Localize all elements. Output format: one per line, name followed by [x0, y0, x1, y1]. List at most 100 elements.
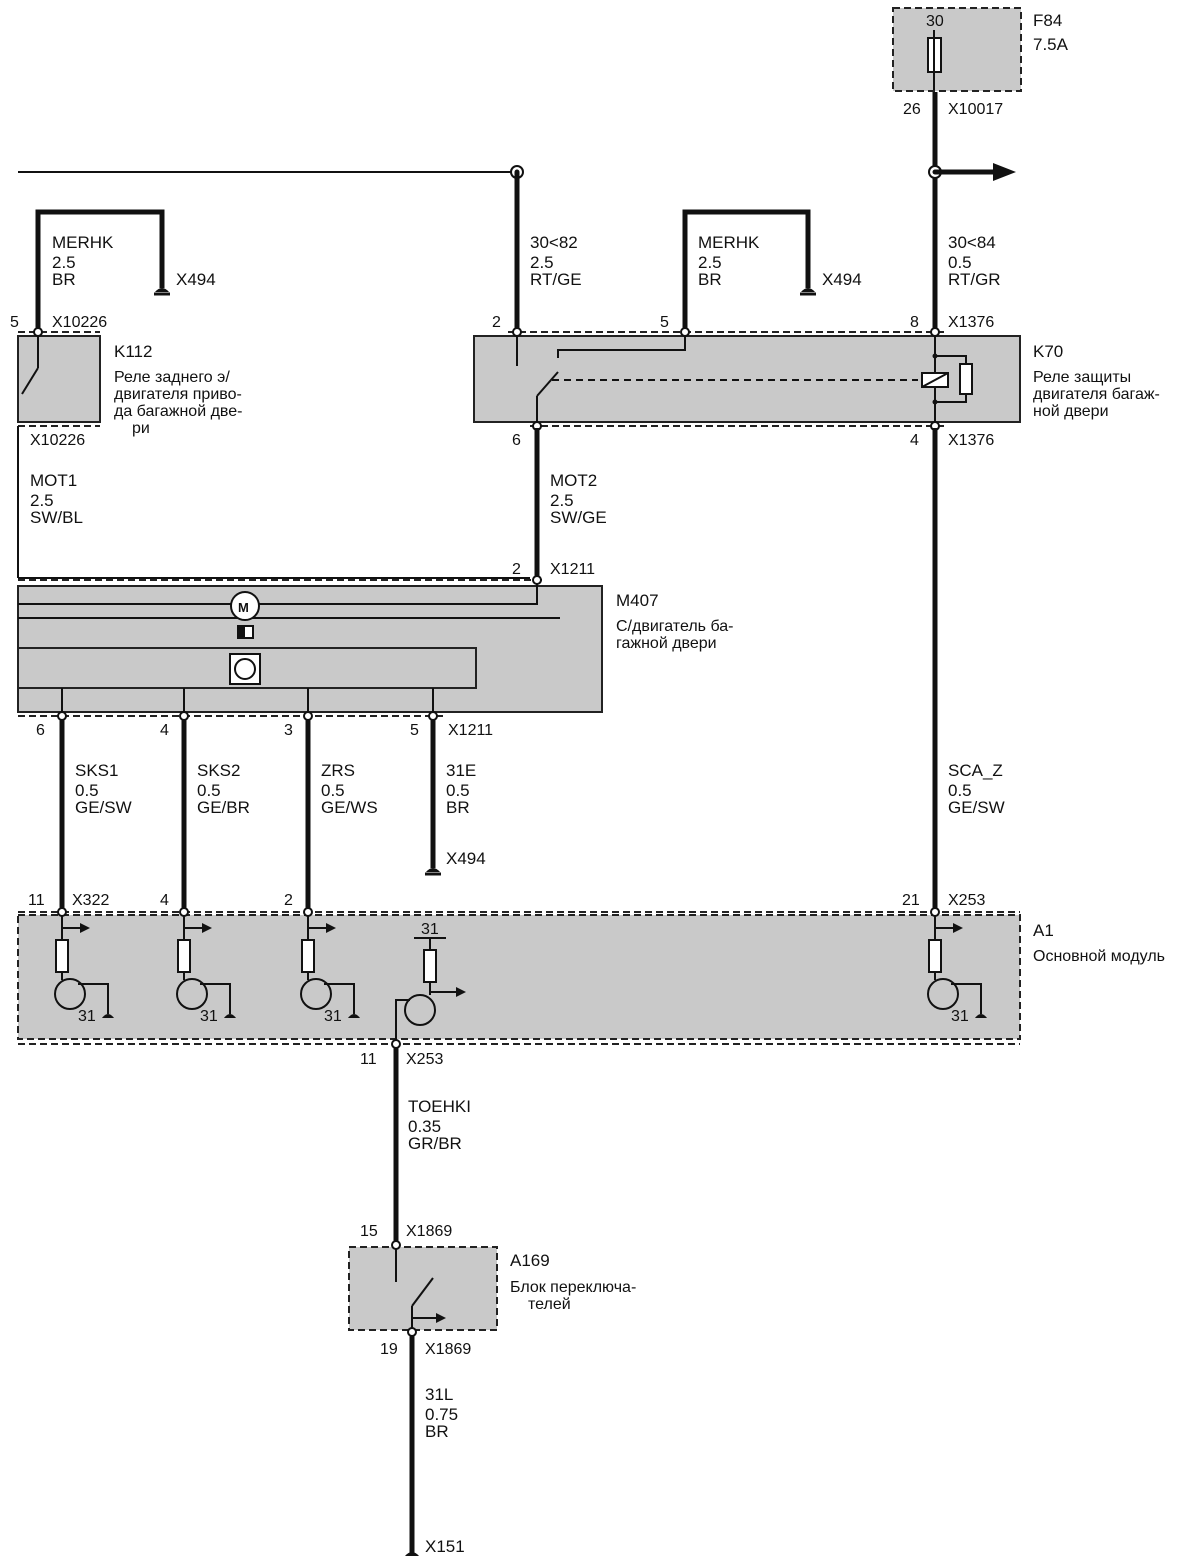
pin-marker [303, 907, 313, 917]
pin-label: 5 [10, 314, 19, 331]
connector-label: X1869 [406, 1223, 452, 1240]
svg-text:30<82: 30<82 [530, 233, 578, 252]
wire-label-sks2: SKS2 0.5 GE/BR [197, 761, 250, 817]
pin-label: 4 [910, 432, 919, 449]
svg-text:2.5: 2.5 [52, 253, 76, 272]
pin-label: 6 [512, 432, 521, 449]
svg-text:GE/WS: GE/WS [321, 798, 378, 817]
pin-label: 2 [492, 314, 501, 331]
ground-icon [348, 1014, 360, 1018]
svg-text:MOT2: MOT2 [550, 471, 597, 490]
wire-merhk-left [35, 209, 165, 330]
relay-K70: 2 5 8 X1376 6 4 X1376 K70 Реле защиты дв… [473, 314, 1160, 449]
relay-K112: 5 X10226 X10226 K112 Реле заднего э/ дви… [10, 314, 242, 449]
connector-label: X1211 [448, 722, 493, 739]
fuse-F84-rating: 7.5A [1033, 35, 1069, 54]
stage-line [200, 983, 231, 1014]
svg-text:двигателя багаж-: двигателя багаж- [1033, 386, 1160, 403]
stage-line [324, 983, 355, 1014]
pin-label: 5 [660, 314, 669, 331]
resistor-icon [423, 949, 437, 983]
wire-label-31e: 31E 0.5 BR [446, 761, 476, 817]
svg-text:ZRS: ZRS [321, 761, 355, 780]
transistor-icon [54, 978, 86, 1010]
svg-text:0.5: 0.5 [948, 253, 972, 272]
pin-label: 21 [902, 892, 920, 909]
switch-block-A169: A169 Блок переключа- телей [348, 1246, 636, 1331]
svg-text:0.5: 0.5 [948, 781, 972, 800]
ground-X151-icon [405, 1552, 419, 1556]
connector-label: X1376 [948, 432, 994, 449]
ground-icon [102, 1014, 114, 1018]
resistor-icon [177, 939, 191, 973]
relay-K70-id: K70 [1033, 342, 1063, 361]
wire-label-30-82: 30<82 2.5 RT/GE [530, 233, 582, 289]
ground-label-31: 31 [421, 921, 439, 938]
pin-label: 15 [360, 1223, 378, 1240]
wire-merhk-mid [682, 209, 811, 330]
output-stage: 31 [395, 921, 466, 1046]
resistor-icon [301, 939, 315, 973]
transistor-icon [404, 994, 436, 1026]
arrow-right-icon [953, 923, 963, 933]
pin-label: 11 [28, 892, 45, 909]
wire-label-merhk-mid: MERHK 2.5 BR [698, 233, 760, 289]
ground-label-X494: X494 [446, 849, 486, 868]
svg-text:MOT1: MOT1 [30, 471, 77, 490]
svg-text:0.5: 0.5 [321, 781, 345, 800]
pin-label: 4 [160, 722, 169, 739]
switch-block-A169-box [348, 1246, 498, 1331]
ground-label-31: 31 [951, 1008, 969, 1025]
switch-block-A169-id: A169 [510, 1251, 550, 1270]
wire-label-merhk-left: MERHK 2.5 BR [52, 233, 114, 289]
ground-label-31: 31 [324, 1008, 342, 1025]
svg-text:31L: 31L [425, 1385, 453, 1404]
svg-text:GE/BR: GE/BR [197, 798, 250, 817]
svg-text:да багажной две-: да багажной две- [114, 403, 242, 420]
svg-text:MERHK: MERHK [52, 233, 114, 252]
svg-text:0.5: 0.5 [446, 781, 470, 800]
svg-text:Реле заднего э/: Реле заднего э/ [114, 369, 230, 386]
arrow-right-icon [456, 987, 466, 997]
svg-text:31E: 31E [446, 761, 476, 780]
svg-text:RT/GE: RT/GE [530, 270, 582, 289]
pin-marker [179, 907, 189, 917]
motor-M407-id: M407 [616, 591, 659, 610]
svg-text:GE/SW: GE/SW [75, 798, 132, 817]
svg-text:SKS2: SKS2 [197, 761, 240, 780]
wire-label-mot2: MOT2 2.5 SW/GE [550, 471, 607, 527]
arrow-right-icon [436, 1313, 446, 1323]
svg-text:2.5: 2.5 [30, 491, 54, 510]
ground-X494-icon [801, 288, 815, 292]
svg-text:TOEHKI: TOEHKI [408, 1097, 471, 1116]
svg-text:RT/GR: RT/GR [948, 270, 1001, 289]
svg-text:SKS1: SKS1 [75, 761, 118, 780]
pin-label: 2 [284, 892, 293, 909]
ground-icon [224, 1014, 236, 1018]
svg-text:SW/GE: SW/GE [550, 508, 607, 527]
switch-icon [411, 1277, 434, 1307]
stage-line [951, 983, 982, 1014]
pin-label: 3 [284, 722, 293, 739]
svg-text:BR: BR [425, 1422, 449, 1441]
svg-text:ри: ри [132, 420, 150, 437]
arrow-right-icon [202, 923, 212, 933]
arrow-right-icon [326, 923, 336, 933]
svg-text:0.5: 0.5 [197, 781, 221, 800]
pin-marker [930, 907, 940, 917]
module-A1-box [17, 914, 1021, 1040]
svg-text:гажной двери: гажной двери [616, 635, 717, 652]
connector-label: X10226 [30, 432, 85, 449]
module-A1: A1 Основной модуль [17, 911, 1165, 1045]
connector-label: X322 [72, 892, 109, 909]
relay-switch-icon [21, 367, 39, 395]
pin-label: 6 [36, 722, 45, 739]
connector-label: X10017 [948, 101, 1003, 118]
resistor-icon [55, 939, 69, 973]
wire-label-mot1: MOT1 2.5 SW/BL [30, 471, 83, 527]
connector-label: X1376 [948, 314, 994, 331]
stage-line [78, 983, 109, 1014]
transistor-icon [927, 978, 959, 1010]
connector-label: X253 [406, 1051, 443, 1068]
